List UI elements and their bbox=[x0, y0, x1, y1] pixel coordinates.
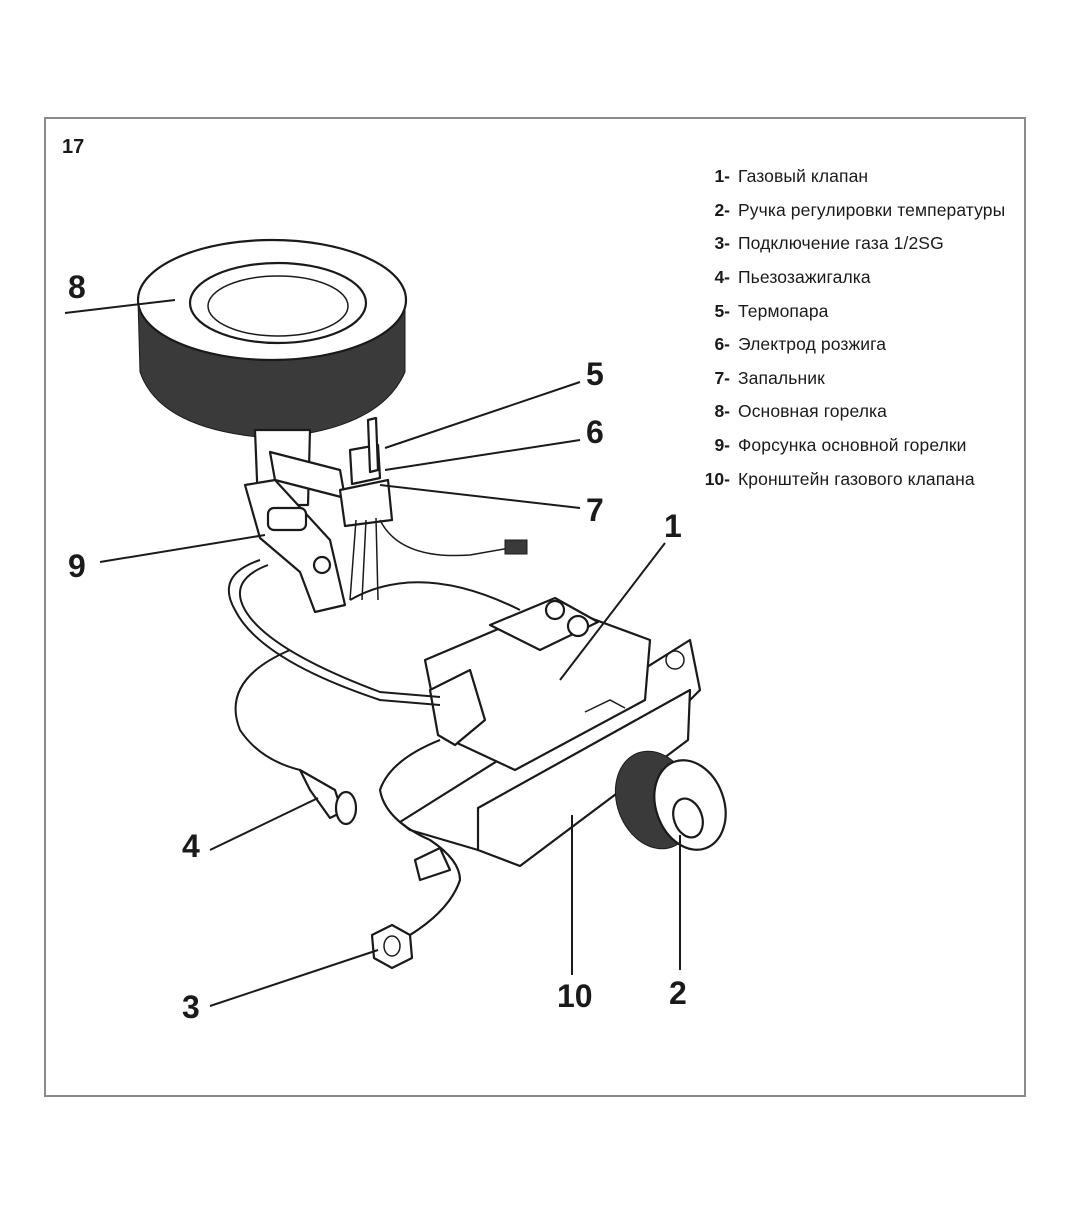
callout-3: 3 bbox=[182, 989, 200, 1025]
legend-text: Форсунка основной горелки bbox=[738, 435, 967, 456]
legend-item: 1- Газовый клапан bbox=[693, 160, 1023, 194]
legend-text: Ручка регулировки температуры bbox=[738, 199, 1006, 220]
legend-item: 3- Подключение газа 1/2SG bbox=[693, 227, 1023, 261]
legend-item: 5- Термопара bbox=[693, 294, 1023, 328]
legend-item: 7- Запальник bbox=[693, 362, 1023, 396]
legend-number: 10- bbox=[704, 468, 730, 489]
callout-10: 10 bbox=[557, 978, 593, 1014]
callout-5: 5 bbox=[586, 356, 604, 392]
legend: 1- Газовый клапан 2- Ручка регулировки тем… bbox=[693, 160, 1023, 496]
gas-valve bbox=[423, 596, 652, 772]
legend-number: 8- bbox=[714, 401, 730, 422]
legend-text: Термопара bbox=[738, 300, 829, 321]
leader-lines bbox=[64, 299, 681, 1007]
callout-4: 4 bbox=[182, 828, 200, 864]
legend-number: 7- bbox=[714, 367, 730, 388]
nozzle-bracket bbox=[243, 478, 347, 614]
legend-number: 2- bbox=[714, 199, 730, 220]
gas-pipes bbox=[227, 559, 521, 936]
legend-item: 6- Электрод розжига bbox=[693, 328, 1023, 362]
callout-7: 7 bbox=[586, 492, 604, 528]
legend-number: 9- bbox=[714, 435, 730, 456]
legend-number: 3- bbox=[714, 233, 730, 254]
callout-9: 9 bbox=[68, 548, 86, 584]
callout-6: 6 bbox=[586, 414, 604, 450]
legend-item: 2- Ручка регулировки температуры bbox=[693, 194, 1023, 228]
legend-text: Электрод розжига bbox=[738, 334, 887, 355]
callout-2: 2 bbox=[669, 975, 687, 1011]
main-burner bbox=[136, 238, 408, 507]
legend-item: 4- Пьезозажигалка bbox=[693, 261, 1023, 295]
legend-item: 10- Кронштейн газового клапана bbox=[693, 462, 1023, 496]
legend-text: Запальник bbox=[738, 367, 825, 388]
legend-text: Пьезозажигалка bbox=[738, 267, 871, 288]
pilot-assembly bbox=[338, 416, 528, 601]
legend-number: 5- bbox=[714, 300, 730, 321]
legend-item: 9- Форсунка основной горелки bbox=[693, 429, 1023, 463]
legend-text: Газовый клапан bbox=[738, 166, 869, 187]
callout-1: 1 bbox=[664, 508, 682, 544]
gas-connection-nut bbox=[370, 923, 414, 970]
legend-item: 8- Основная горелка bbox=[693, 395, 1023, 429]
legend-number: 4- bbox=[714, 267, 730, 288]
figure-frame bbox=[44, 117, 1026, 1097]
legend-text: Кронштейн газового клапана bbox=[738, 468, 975, 489]
figure-number: 17 bbox=[62, 136, 85, 158]
temperature-knob bbox=[614, 750, 727, 851]
legend-text: Основная горелка bbox=[738, 401, 887, 422]
legend-number: 1- bbox=[714, 166, 730, 187]
callout-8: 8 bbox=[68, 269, 86, 305]
legend-number: 6- bbox=[714, 334, 730, 355]
piezo-igniter bbox=[298, 768, 358, 826]
legend-text: Подключение газа 1/2SG bbox=[738, 233, 944, 254]
